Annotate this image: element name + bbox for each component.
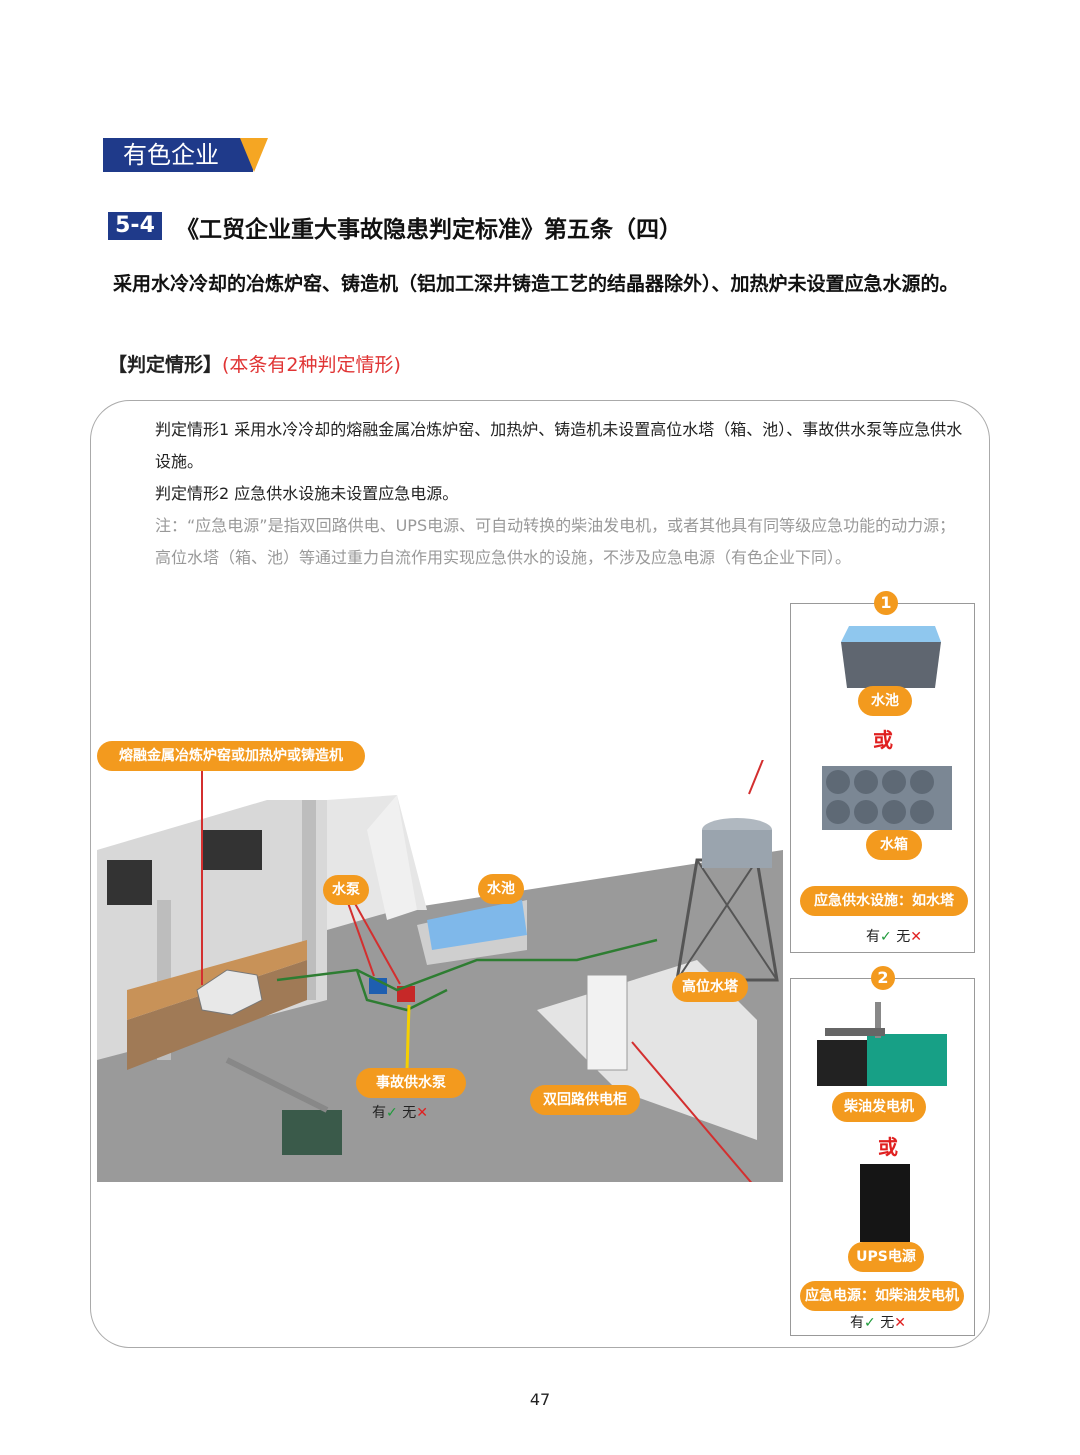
label-pump: 水泵 <box>323 875 369 905</box>
check-icon: ✓ <box>864 1315 876 1331</box>
pipe-lines <box>276 938 658 992</box>
cross-icon: ✕ <box>894 1315 906 1331</box>
situation-1-text: 判定情形1 采用水冷冷却的熔融金属冶炼炉窑、加热炉、铸造机未设置高位水塔（箱、池… <box>155 420 963 471</box>
platform <box>127 960 307 1070</box>
box-1-caption: 应急供水设施：如水塔 <box>800 886 968 916</box>
window <box>107 860 152 905</box>
pool-icon <box>841 626 941 688</box>
box-1-yes-no: 有✓ 无✕ <box>866 926 922 946</box>
situation-2-text: 判定情形2 应急供水设施未设置应急电源。 <box>155 484 459 503</box>
dual-power-cabinet <box>586 974 628 1071</box>
label-tower: 高位水塔 <box>672 972 748 1002</box>
no-label: 无 <box>402 1105 417 1121</box>
box-1-item-a: 水池 <box>858 686 912 716</box>
label-furnace: 熔融金属冶炼炉窑或加热炉或铸造机 <box>97 741 365 771</box>
note-text: 注：“应急电源”是指双回路供电、UPS电源、可自动转换的柴油发电机，或者其他具有… <box>155 516 956 567</box>
pump-red <box>397 986 415 1002</box>
check-icon: ✓ <box>880 929 892 945</box>
situations-heading-label: 【判定情形】 <box>108 354 223 376</box>
box-1-or: 或 <box>873 728 893 752</box>
ups-power-icon <box>860 1164 910 1242</box>
box-2-caption: 应急电源：如柴油发电机 <box>800 1281 964 1311</box>
box-2-yes-no: 有✓ 无✕ <box>850 1312 906 1332</box>
label-dual-cabinet: 双回路供电柜 <box>530 1085 640 1115</box>
cross-icon: ✕ <box>416 1105 428 1121</box>
section-tag: 有色企业 <box>103 138 253 172</box>
water-tank-icon <box>822 766 952 830</box>
pool-water <box>427 900 527 950</box>
box-1-item-b: 水箱 <box>866 830 922 860</box>
box-2-or: 或 <box>878 1135 898 1159</box>
situations-count-note: (本条有2种判定情形) <box>222 354 401 376</box>
arrow-emergency-pump <box>405 1004 411 1071</box>
box-2-number: 2 <box>871 966 895 990</box>
arrow-tower <box>748 760 764 795</box>
section-tag-accent <box>240 138 268 172</box>
label-pool: 水池 <box>478 874 524 904</box>
window <box>202 830 262 870</box>
page-number: 47 <box>529 1390 551 1409</box>
content-panel <box>90 400 990 1348</box>
situations-heading: 【判定情形】(本条有2种判定情形) <box>108 350 401 377</box>
box-2-item-b: UPS电源 <box>848 1242 924 1272</box>
box-1-number: 1 <box>874 591 898 615</box>
check-icon: ✓ <box>386 1105 398 1121</box>
casting-machine <box>282 1110 342 1155</box>
arrow-cabinet <box>631 1041 753 1182</box>
yes-label: 有 <box>850 1315 864 1331</box>
clause-code: 5-4 <box>108 212 162 240</box>
no-label: 无 <box>896 929 911 945</box>
plant-scene-illustration <box>97 760 783 1182</box>
label-emergency-pump: 事故供水泵 <box>356 1068 466 1098</box>
box-2-item-a: 柴油发电机 <box>832 1092 926 1122</box>
yes-label: 有 <box>372 1105 386 1121</box>
yes-label: 有 <box>866 929 880 945</box>
page-title: 《工贸企业重大事故隐患判定标准》第五条（四） <box>176 217 682 243</box>
clause-text: 采用水冷冷却的冶炼炉窑、铸造机（铝加工深井铸造工艺的结晶器除外）、加热炉未设置应… <box>113 273 959 295</box>
no-label: 无 <box>880 1315 895 1331</box>
emergency-pump-yes-no: 有✓ 无✕ <box>372 1102 428 1122</box>
cross-icon: ✕ <box>910 929 922 945</box>
diesel-generator-icon <box>817 1002 947 1086</box>
